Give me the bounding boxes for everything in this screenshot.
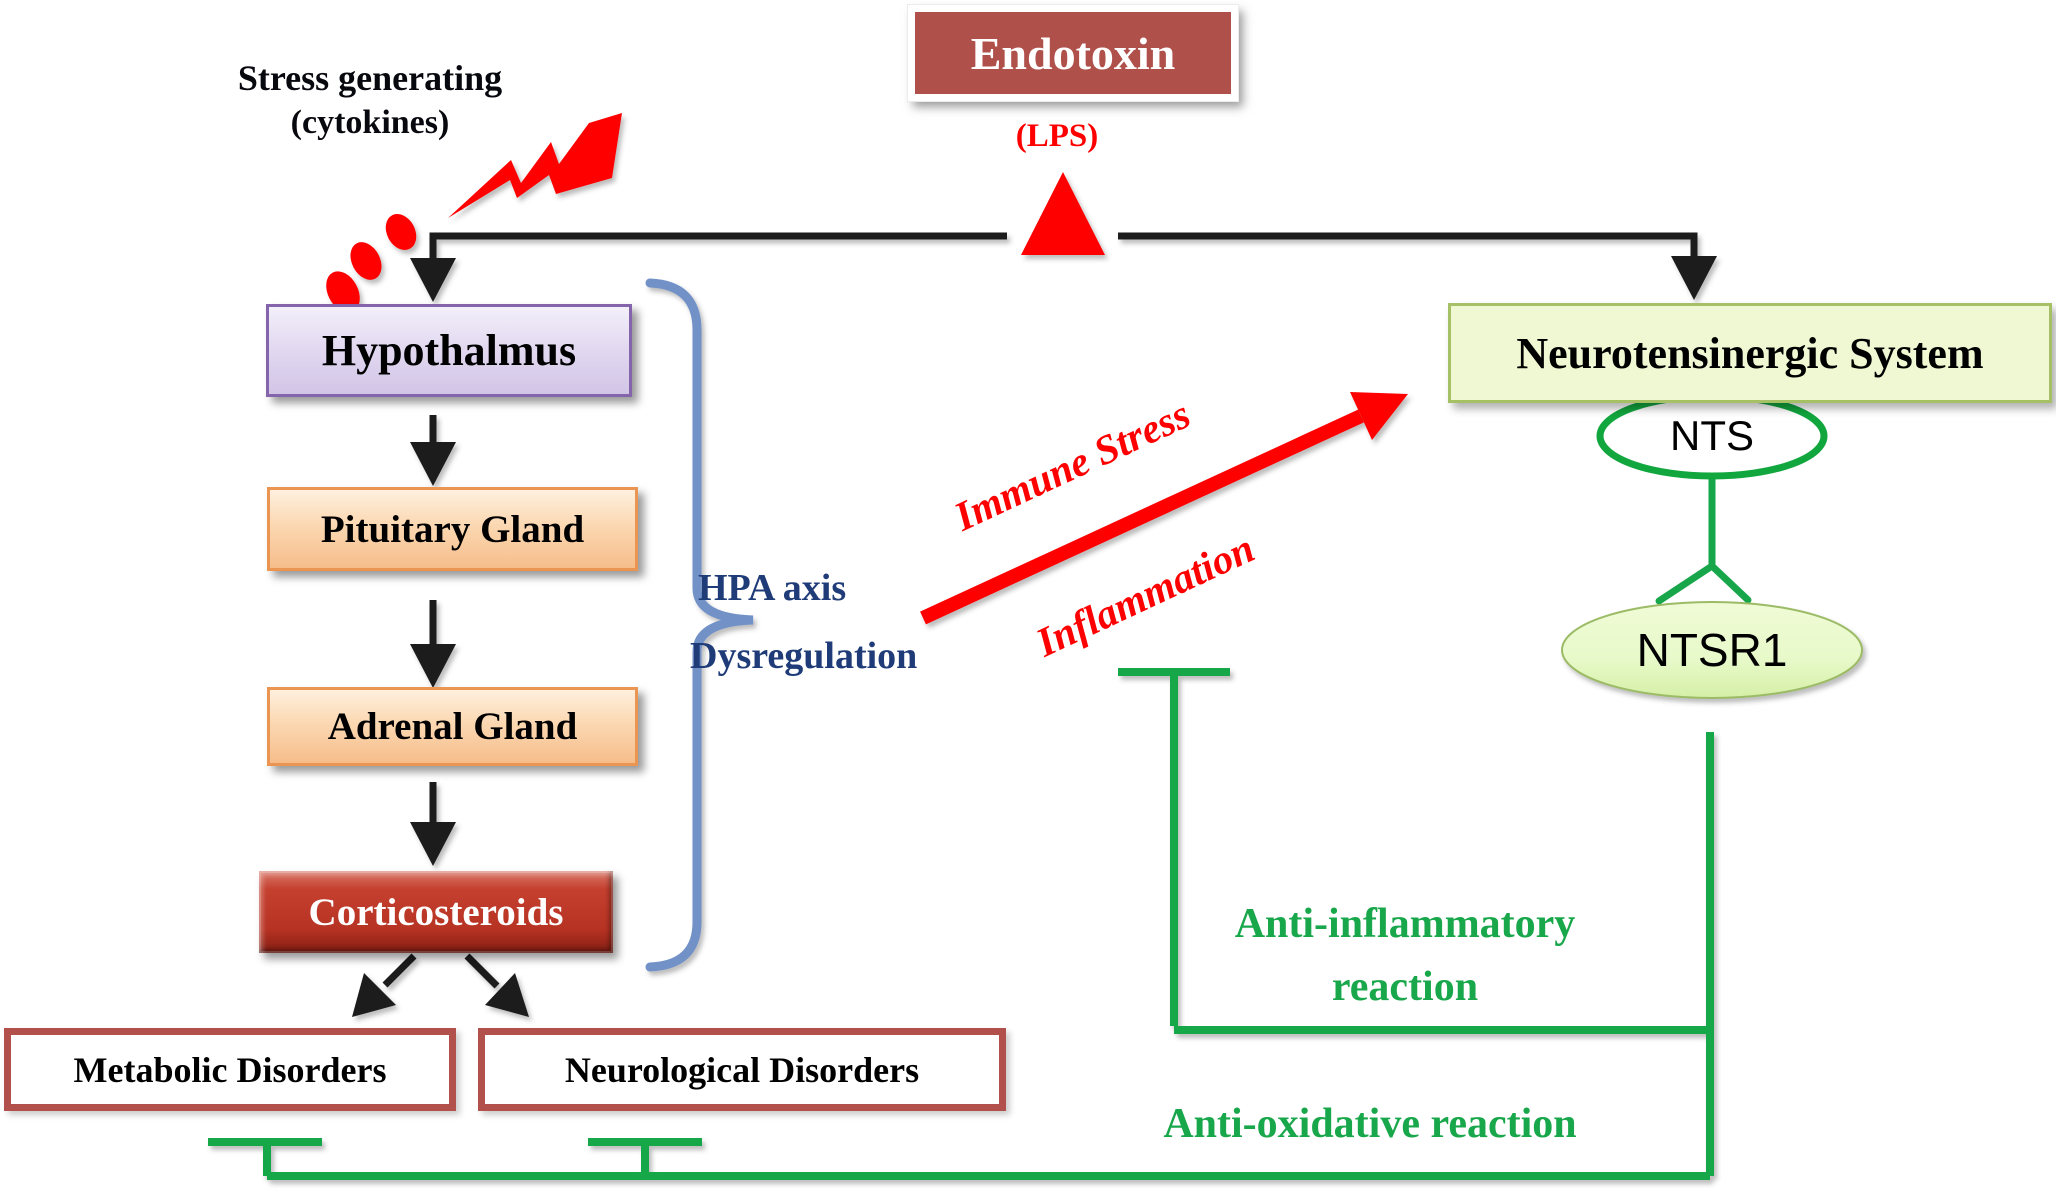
nts-fork-right: [1708, 562, 1752, 604]
anti-inflammatory-line2: reaction: [1331, 964, 1479, 1010]
dysregulation-label: Dysregulation: [690, 635, 918, 677]
anti-inflammatory-label: Anti-inflammatory reaction: [1200, 893, 1610, 1019]
arrowhead-into-neurotensinergic: [1671, 256, 1717, 300]
pituitary-gland-box: Pituitary Gland: [267, 487, 638, 571]
arrowhead-into-pituitary: [410, 442, 456, 486]
endotoxin-line-right: [1118, 232, 1698, 260]
endotoxin-box: Endotoxin: [908, 5, 1238, 101]
hpa-axis-label: HPA axis: [698, 567, 847, 609]
ntsr1-label: NTSR1: [1636, 624, 1788, 676]
adrenal-gland-label: Adrenal Gland: [327, 705, 578, 748]
endotoxin-label: Endotoxin: [970, 27, 1176, 79]
endotoxin-line-left: [429, 232, 1007, 262]
arrowhead-into-adrenal: [410, 644, 456, 688]
hypothalamus-label: Hypothalmus: [321, 326, 577, 375]
arrowhead-into-neurological: [485, 973, 529, 1017]
corticosteroids-box: Corticosteroids: [259, 871, 613, 953]
cytokine-dot-icon: [385, 213, 417, 251]
stress-generating-label: Stress generating (cytokines): [140, 55, 600, 145]
neurotensinergic-system-label: Neurotensinergic System: [1516, 328, 1984, 378]
lps-label: (LPS): [1015, 117, 1099, 154]
arrowhead-into-corticosteroids: [410, 822, 456, 866]
metabolic-disorders-label: Metabolic Disorders: [73, 1049, 387, 1090]
adrenal-gland-box: Adrenal Gland: [267, 687, 638, 766]
nts-fork-left: [1655, 562, 1716, 605]
lps-triangle-icon: [1021, 172, 1105, 255]
neurological-disorders-box: Neurological Disorders: [478, 1028, 1006, 1111]
arrowhead-into-hypothalamus: [410, 258, 456, 302]
metabolic-disorders-box: Metabolic Disorders: [4, 1028, 456, 1111]
corticosteroids-label: Corticosteroids: [308, 890, 564, 934]
arrowhead-into-metabolic: [352, 973, 396, 1017]
nts-label: NTS: [1670, 412, 1754, 459]
inflammation-label: Inflammation: [1028, 524, 1262, 666]
corticosteroid-arrow-left: [382, 953, 417, 988]
cytokines-line2: (cytokines): [290, 104, 450, 142]
corticosteroid-arrow-right: [464, 953, 500, 989]
pituitary-gland-label: Pituitary Gland: [320, 507, 585, 551]
anti-inflammatory-line1: Anti-inflammatory: [1234, 901, 1576, 947]
hypothalamus-box: Hypothalmus: [266, 304, 632, 397]
cytokine-dot-icon: [350, 242, 382, 280]
neurological-disorders-label: Neurological Disorders: [564, 1049, 920, 1090]
immune-stress-arrowhead: [1350, 392, 1408, 440]
stress-generating-line1: Stress generating: [237, 58, 503, 98]
anti-oxidative-label: Anti-oxidative reaction: [1163, 1101, 1577, 1147]
hpa-brace: [645, 278, 754, 972]
nts-ntsr1-connector: [1655, 473, 1752, 605]
neurotensinergic-system-box: Neurotensinergic System: [1448, 303, 2052, 403]
